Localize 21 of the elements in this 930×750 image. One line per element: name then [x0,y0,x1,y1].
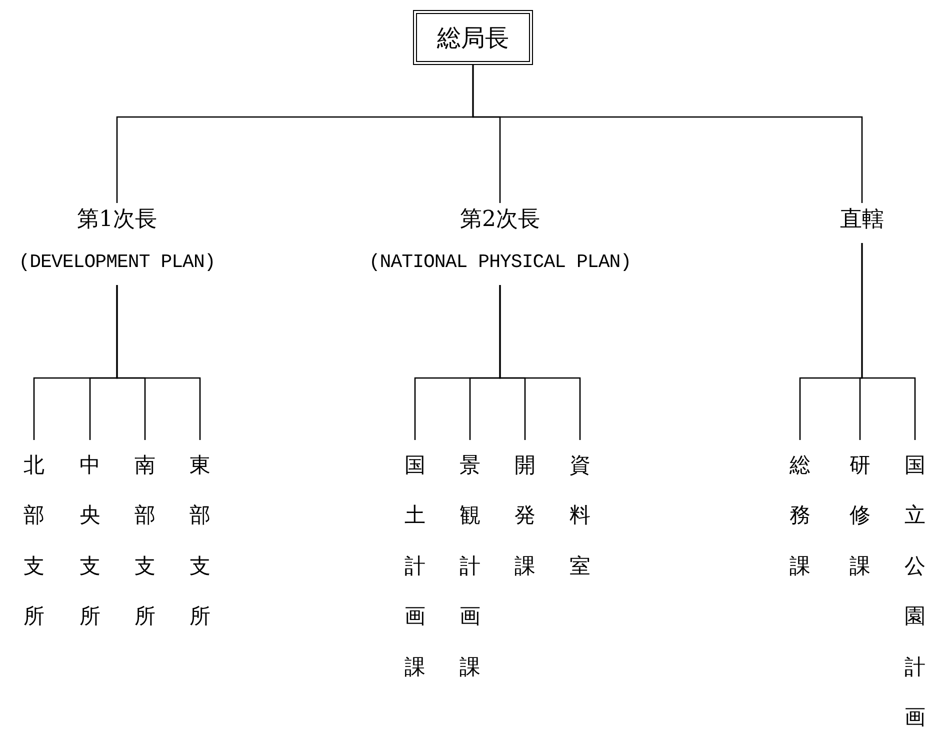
department-label: 南部支所 [134,452,156,630]
department-label: 東部支所 [190,452,210,630]
position-label: 直轄 [840,206,884,234]
position-label: 第1次長 [77,206,157,234]
department-label: 総務課 [790,452,810,580]
department-label: 資料室 [570,452,590,580]
department-label: 北部支所 [24,452,44,630]
department-label: 開発課 [514,452,536,580]
connector-line [116,285,201,440]
department-label: 研修課 [850,452,870,580]
title-box: 総局長 [413,10,533,65]
connector-line [861,243,916,440]
subtitle-label: (DEVELOPMENT PLAN) [18,250,216,275]
connector-line [499,285,581,440]
department-label: 国立公園計画 [904,452,926,731]
department-label: 景観計画課 [460,452,480,681]
department-label: 中央支所 [80,452,100,630]
subtitle-label: (NATIONAL PHYSICAL PLAN) [368,250,632,275]
position-label: 第2次長 [460,206,540,234]
connector-line [472,65,863,203]
department-label: 国土計画課 [404,452,426,681]
